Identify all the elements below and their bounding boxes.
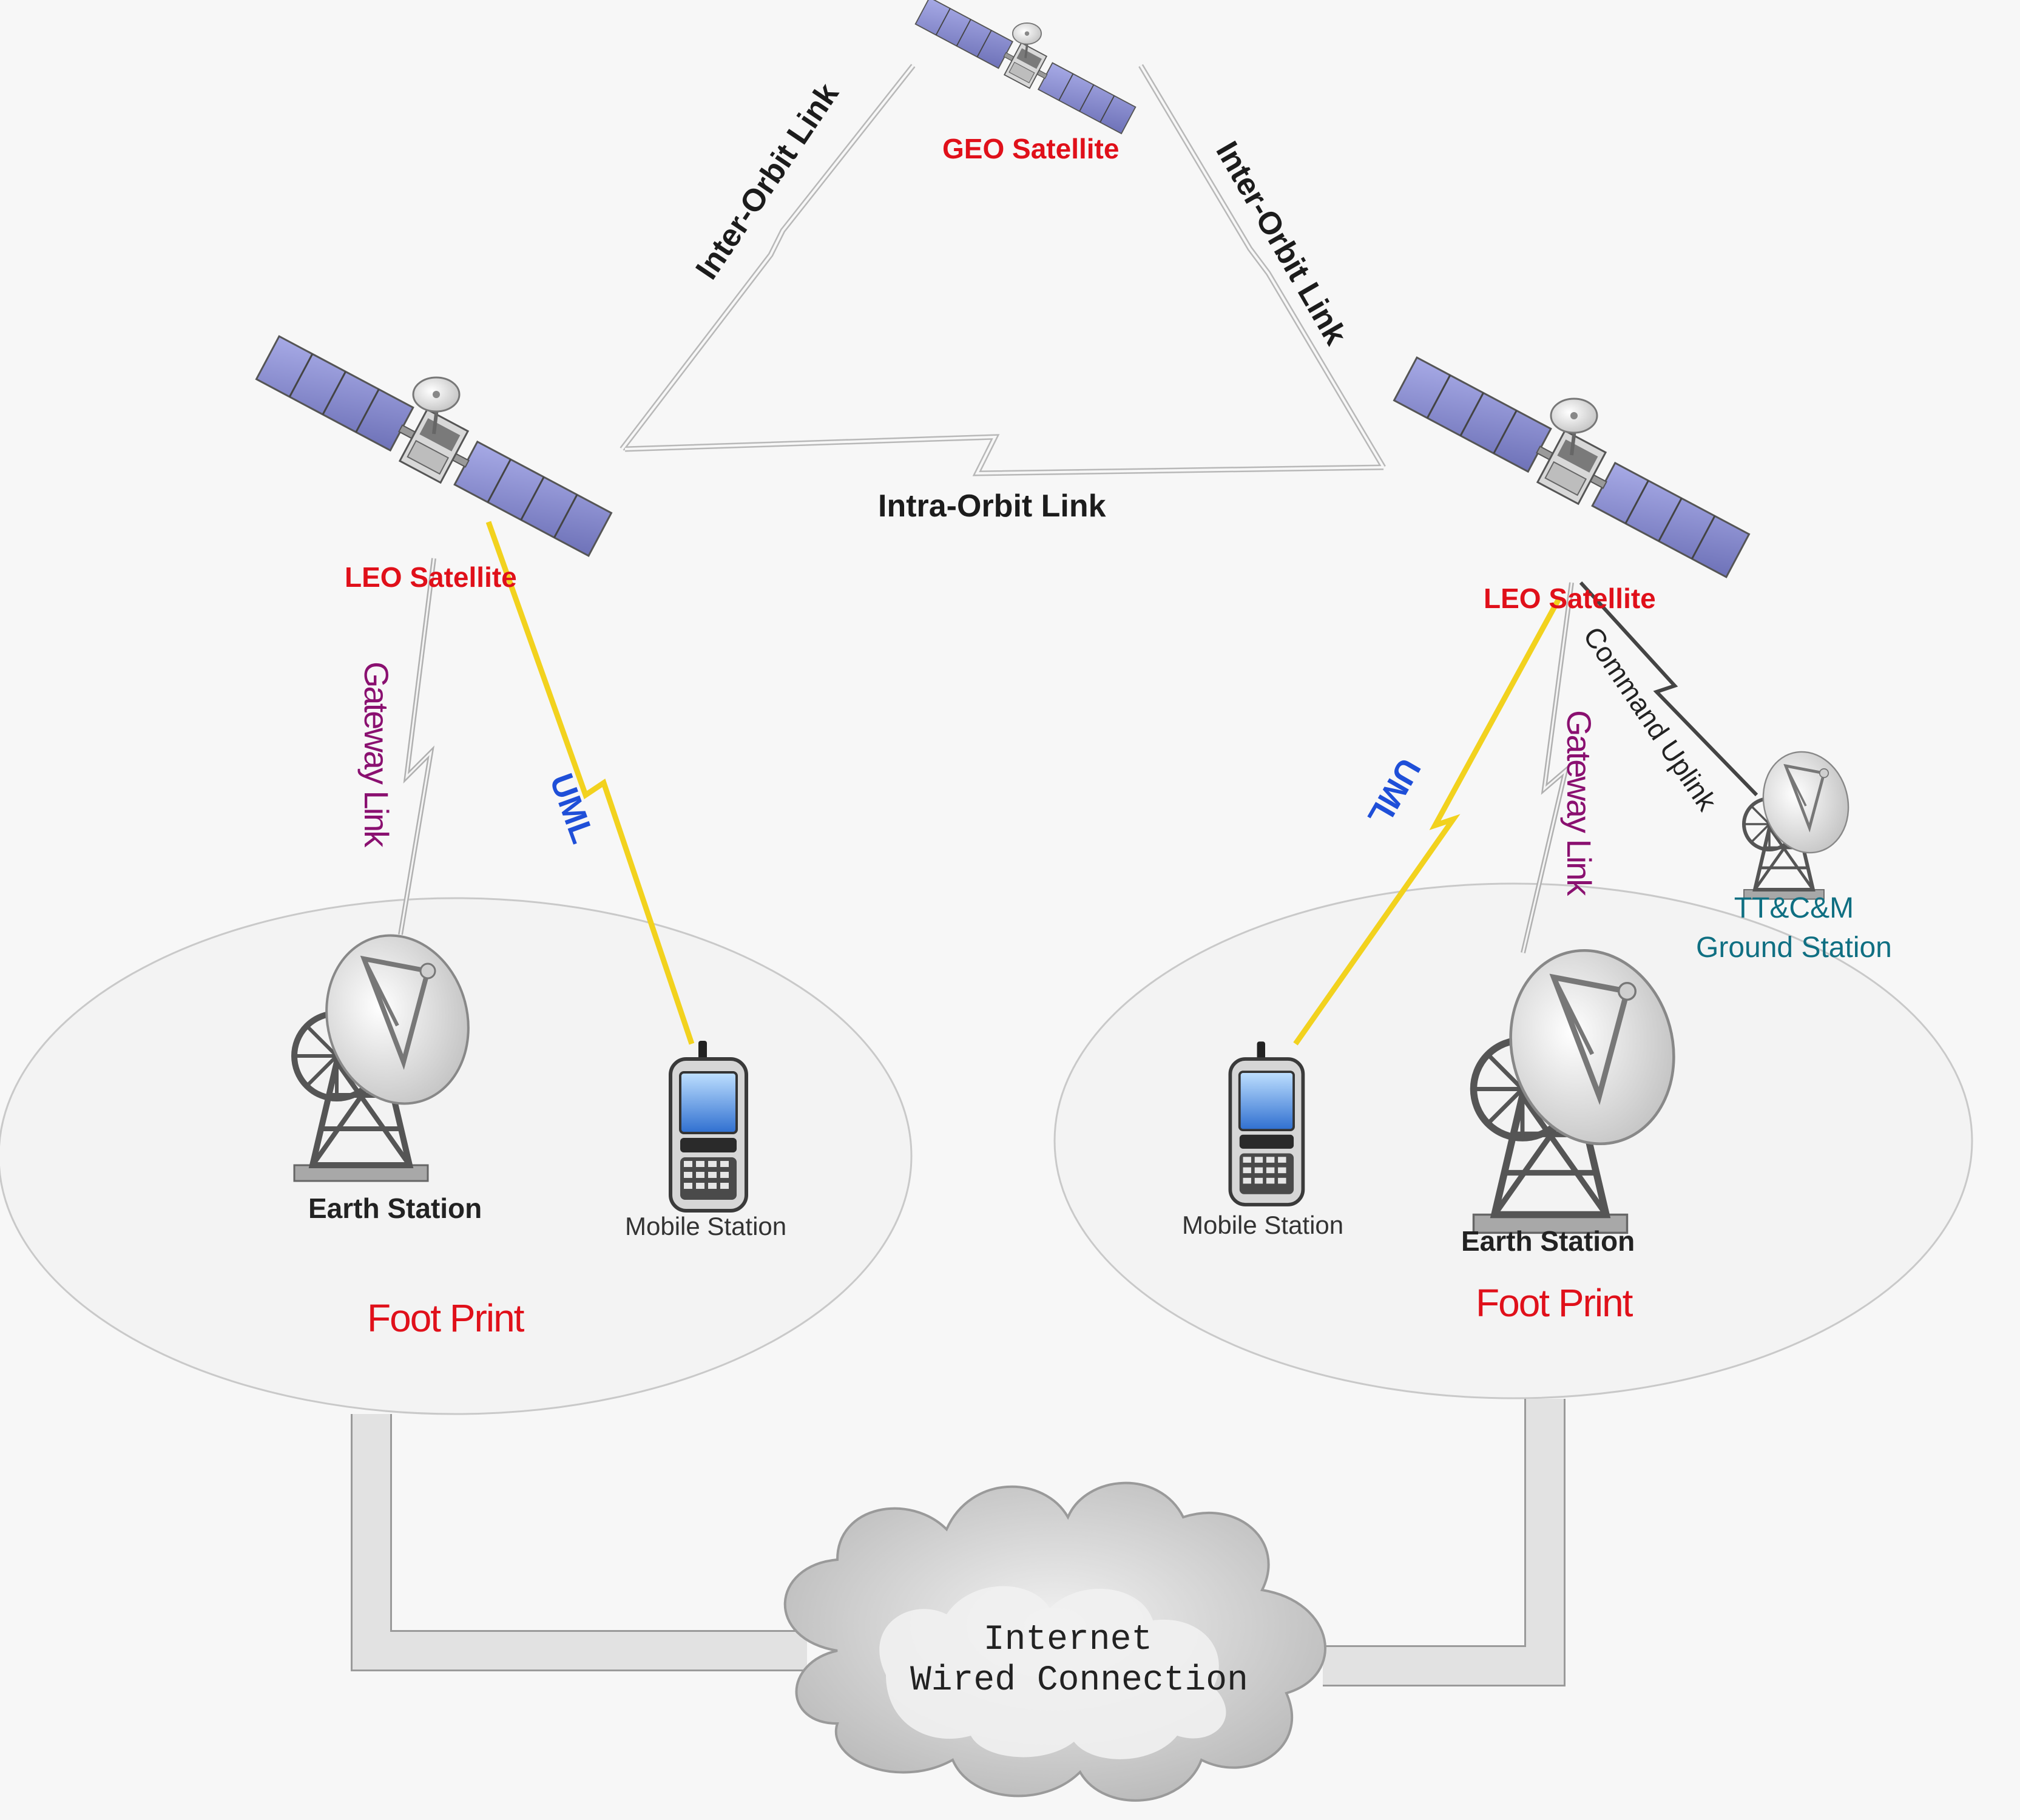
ttc-ground-station-label: TT&C&M Ground Station xyxy=(1696,889,1892,968)
gateway-link-left-beam xyxy=(398,558,436,935)
leo-satellite-left-label: LEO Satellite xyxy=(345,561,517,593)
earth-station-right-label: Earth Station xyxy=(1461,1225,1635,1257)
wired-connection-left-inner xyxy=(353,1414,807,1669)
mobile-station-right-icon xyxy=(1230,1041,1303,1205)
wired-connection-right xyxy=(1323,1399,1566,1686)
geo-satellite-label: GEO Satellite xyxy=(942,133,1120,164)
internet-line-1: Internet xyxy=(983,1620,1153,1660)
intra-orbit-link-label: Intra-Orbit Link xyxy=(878,489,1106,524)
mobile-station-left-label: Mobile Station xyxy=(625,1212,787,1240)
geo-satellite-icon xyxy=(913,0,1138,138)
internet-line-2: Wired Connection xyxy=(910,1660,1248,1700)
mobile-station-left-icon xyxy=(671,1041,746,1211)
uml-left-beam xyxy=(485,521,695,1045)
gateway-link-left-label: Gateway Link xyxy=(357,661,396,846)
footprint-left-label: Foot Print xyxy=(367,1296,524,1340)
orbit-link-lines-core xyxy=(621,64,1385,475)
leo-satellite-right-icon xyxy=(1392,353,1751,581)
leo-satellite-right-label: LEO Satellite xyxy=(1484,583,1656,614)
wired-connection-left xyxy=(351,1414,807,1671)
internet-cloud xyxy=(783,1481,1326,1802)
ttc-line-2: Ground Station xyxy=(1696,931,1892,964)
gateway-link-right-label: Gateway Link xyxy=(1560,710,1598,895)
footprint-right-label: Foot Print xyxy=(1476,1281,1633,1325)
ttc-line-1: TT&C&M xyxy=(1734,892,1854,924)
gateway-link-right-beam-core xyxy=(1522,582,1573,953)
gateway-link-left-beam-core xyxy=(399,558,435,935)
leo-satellite-left-icon xyxy=(254,332,613,560)
wired-connection-right-inner xyxy=(1323,1399,1564,1685)
internet-label: Internet Wired Connection xyxy=(910,1620,1248,1701)
command-uplink-beam xyxy=(1579,581,1758,797)
ttc-ground-station-icon xyxy=(1744,742,1859,899)
mobile-station-right-label: Mobile Station xyxy=(1182,1211,1344,1239)
uml-right-beam xyxy=(1293,596,1562,1046)
earth-station-left-label: Earth Station xyxy=(308,1192,482,1224)
orbit-link-lines xyxy=(620,64,1386,476)
